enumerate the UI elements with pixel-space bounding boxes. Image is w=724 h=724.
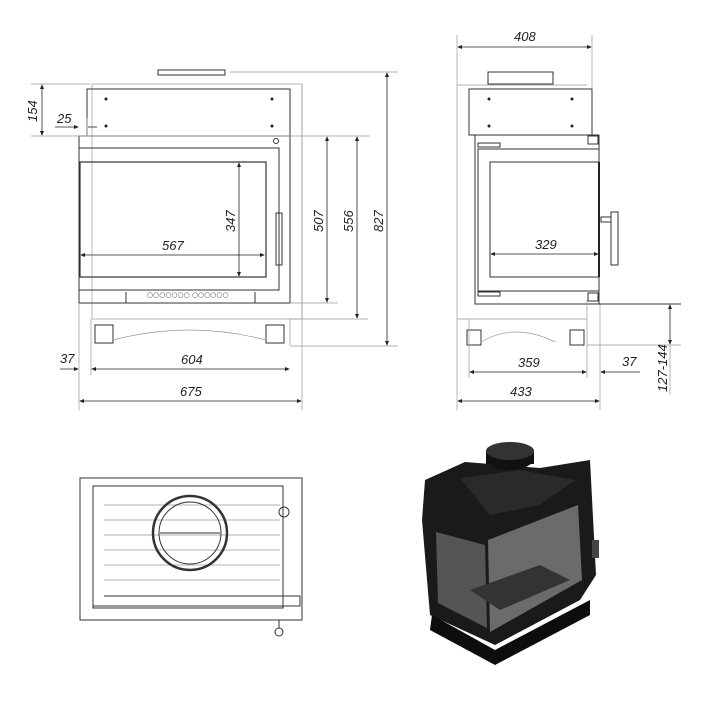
dim-leg-span: 604 xyxy=(181,352,203,367)
top-view xyxy=(79,477,303,637)
dim-side-leg-span: 359 xyxy=(518,355,540,370)
door-handle-icon xyxy=(610,211,619,266)
dim-glass-width: 567 xyxy=(162,238,184,253)
dim-side-glass-width: 329 xyxy=(535,237,557,252)
svg-text:○○○○○○○ ○○○○○○: ○○○○○○○ ○○○○○○ xyxy=(147,291,229,299)
side-view: 408 127-144 329 359 37 433 xyxy=(456,29,681,410)
dim-glass-height: 347 xyxy=(223,210,238,232)
dim-total-width: 675 xyxy=(180,384,202,399)
dim-handle-offset: 37 xyxy=(622,354,637,369)
dim-leg-offset: 37 xyxy=(60,351,75,366)
dim-body-height: 556 xyxy=(341,210,356,232)
dim-leg-height-range: 127-144 xyxy=(655,344,670,392)
dim-total-depth: 433 xyxy=(510,384,532,399)
dim-door-height: 507 xyxy=(311,210,326,232)
dim-top-height: 154 xyxy=(25,100,40,122)
dim-side-offset: 25 xyxy=(56,111,72,126)
fireplace-render-image xyxy=(422,442,599,665)
dim-depth: 408 xyxy=(514,29,536,44)
air-vents-icon: ○○○○○○○ ○○○○○○ xyxy=(147,291,229,299)
front-view: ○○○○○○○ ○○○○○○ 154 25 567 347 507 556 82… xyxy=(25,69,398,410)
dim-total-height: 827 xyxy=(371,210,386,232)
